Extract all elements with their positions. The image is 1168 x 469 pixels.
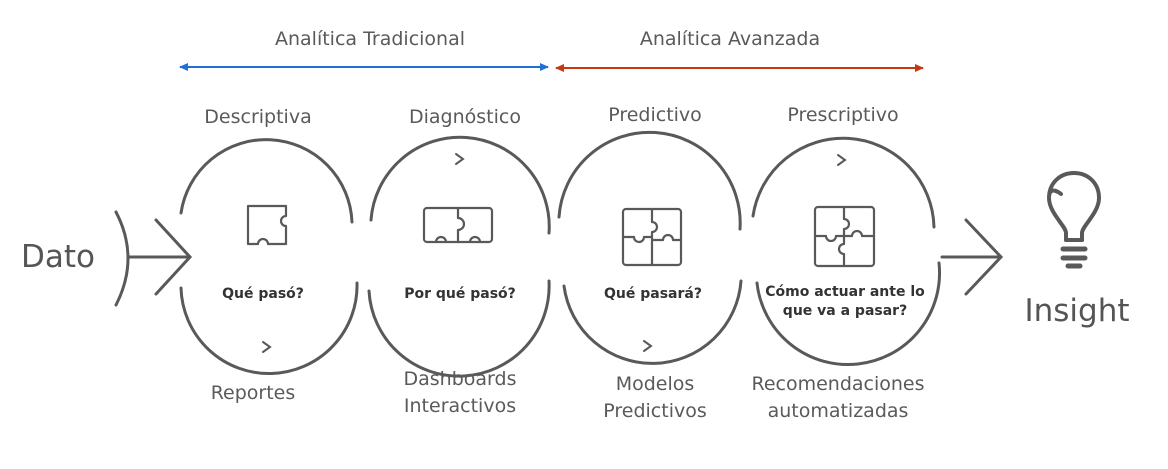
stage-title-prescriptivo: Prescriptivo <box>787 104 899 126</box>
cycle-circle-prescriptivo <box>751 136 942 367</box>
input-arrow <box>114 210 193 307</box>
chevron-right-icon <box>643 340 653 352</box>
output-label-insight: Insight <box>1024 293 1130 329</box>
stage-question-diagnostico: Por qué pasó? <box>404 286 516 302</box>
direction-chevrons <box>262 153 847 353</box>
stage-question-predictivo: Qué pasará? <box>604 286 702 302</box>
stage-question-descriptiva: Qué pasó? <box>222 286 304 302</box>
stage-title-predictivo: Predictivo <box>608 104 702 126</box>
stage-result-diagnostico: Dashboards Interactivos <box>403 368 517 417</box>
input-label-dato: Dato <box>21 239 95 275</box>
header-advanced: Analítica Avanzada <box>639 28 821 50</box>
cycle-circle-descriptiva <box>179 138 359 375</box>
puzzle-one-piece-icon <box>246 204 288 246</box>
cycle-circle-diagnostico <box>367 135 551 378</box>
stage-title-descriptiva: Descriptiva <box>204 106 312 128</box>
stage-question-prescriptivo: Cómo actuar ante lo que va a pasar? <box>765 284 925 319</box>
stage-result-predictivo: Modelos Predictivos <box>603 373 707 422</box>
chevron-right-icon <box>455 153 465 165</box>
cycle-circles <box>179 130 942 378</box>
puzzle-four-pieces-icon <box>813 205 876 268</box>
puzzle-three-pieces-icon <box>621 207 683 267</box>
puzzle-two-pieces-icon <box>422 206 494 244</box>
stage-result-descriptiva: Reportes <box>210 382 296 404</box>
cycle-circle-predictivo <box>557 130 743 365</box>
stage-title-diagnostico: Diagnóstico <box>409 106 521 128</box>
output-arrow <box>940 218 1004 296</box>
chevron-right-icon <box>262 341 272 353</box>
stage-result-prescriptivo: Recomendaciones automatizadas <box>751 373 925 422</box>
header-traditional: Analítica Tradicional <box>274 28 466 50</box>
chevron-right-icon <box>837 154 847 166</box>
lightbulb-icon <box>1047 171 1101 269</box>
